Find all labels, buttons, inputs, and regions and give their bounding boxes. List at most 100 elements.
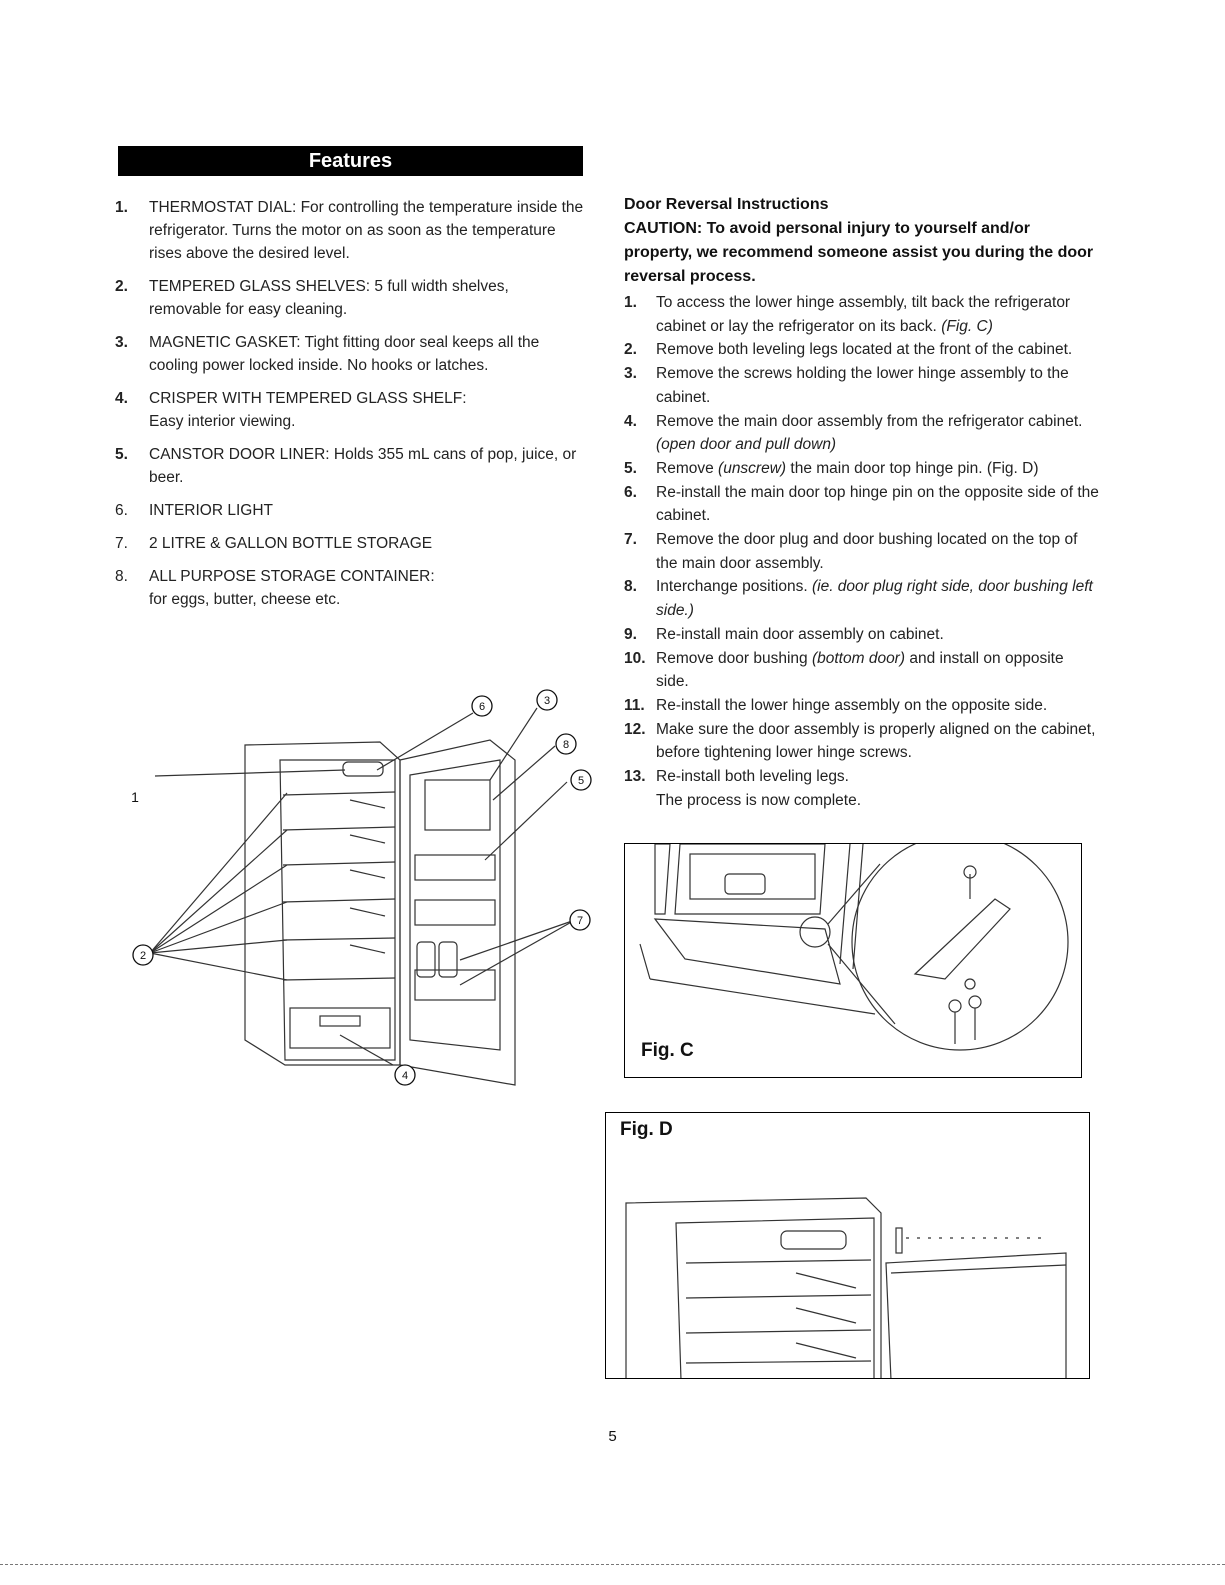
step-text-after: the main door top hinge pin. (Fig. D) — [790, 459, 1039, 477]
step-italic-note: (unscrew) — [718, 459, 787, 477]
step-text: Re-install main door assembly on cabinet… — [656, 625, 944, 643]
feature-number: 1. — [115, 199, 128, 216]
step-item: 3. Remove the screws holding the lower hi… — [624, 362, 1100, 409]
step-item: 10.Remove door bushing (bottom door) and… — [624, 647, 1100, 694]
features-title: Features — [308, 150, 393, 172]
callout-2: 2 — [140, 950, 146, 962]
step-text: Remove the main door assembly from the r… — [656, 412, 1083, 430]
step-text: Remove door bushing — [656, 649, 808, 667]
step-number: 8. — [624, 578, 637, 596]
shelf-3 — [282, 861, 396, 866]
top-hinge-illustration — [625, 1197, 1067, 1378]
callout-4: 4 — [402, 1070, 408, 1082]
feature-item: 1. THERMOSTAT DIAL: For controlling the t… — [115, 196, 585, 265]
door-outline — [399, 739, 516, 1086]
bottom-divider — [0, 1564, 1225, 1565]
door-shelf-1 — [414, 854, 496, 881]
feature-number: 7. — [115, 535, 128, 552]
feature-number: 4. — [115, 390, 128, 407]
feature-item: 2.TEMPERED GLASS SHELVES: 5 full width s… — [115, 275, 585, 321]
feature-item: 3.MAGNETIC GASKET: Tight fitting door se… — [115, 331, 585, 377]
step-number: 5. — [624, 459, 637, 477]
callout-5: 5 — [578, 775, 584, 787]
page-number: 5 — [608, 1428, 617, 1445]
step-number: 12. — [624, 720, 646, 738]
callout-6: 6 — [479, 701, 485, 713]
feature-number: 6. — [115, 502, 128, 519]
cabinet-interior — [279, 759, 396, 1061]
step-number: 2. — [624, 341, 637, 359]
step-item: 1. To access the lower hinge assembly, ti… — [624, 291, 1100, 338]
step-text: Re-install the main door top hinge pin o… — [656, 483, 1099, 525]
caution-text: To avoid personal injury to yourself and… — [624, 220, 1094, 285]
step-number: 1. — [624, 294, 637, 311]
feature-description: For controlling the temperature inside t… — [149, 199, 584, 262]
feature-number: 5. — [115, 446, 128, 463]
step-text: Remove — [656, 459, 714, 477]
step-number: 3. — [624, 365, 637, 383]
step-italic-note: (open door and pull down) — [656, 436, 837, 454]
bottle-shelf — [414, 969, 496, 1001]
step-number: 11. — [624, 696, 645, 714]
feature-description: Easy interior viewing. — [149, 413, 296, 430]
shelf-4 — [282, 898, 396, 903]
door-reversal-section: Door Reversal Instructions CAUTION: To a… — [624, 193, 1100, 812]
callout-7: 7 — [577, 915, 583, 927]
dairy-compartment — [424, 779, 491, 831]
feature-description: Tight fitting door seal keeps all the co… — [149, 334, 540, 374]
figure-c: Fig. C — [624, 843, 1082, 1078]
feature-number: 2. — [115, 278, 128, 295]
fig-d-label: Fig. D — [620, 1119, 673, 1140]
callout-8: 8 — [563, 739, 569, 751]
caution-label: CAUTION: — [624, 220, 703, 237]
step-number: 10. — [624, 649, 646, 667]
feature-item: 7.2 LITRE & GALLON BOTTLE STORAGE — [115, 532, 585, 555]
feature-description: 5 full width shelves, removable for easy… — [149, 278, 509, 318]
feature-item: 6. INTERIOR LIGHT — [115, 499, 585, 522]
door-shelf-2 — [414, 899, 496, 926]
step-text: Remove the screws holding the lower hing… — [656, 365, 1069, 406]
step-italic-note: (ie. door plug right side, door bushing … — [656, 578, 1093, 620]
step-item: 11. Re-install the lower hinge assembly o… — [624, 694, 1100, 718]
step-item: 7. Remove the door plug and door bushing … — [624, 528, 1100, 575]
step-text: Make sure the door assembly is properly … — [656, 720, 1096, 762]
feature-item: 8. ALL PURPOSE STORAGE CONTAINER: for egg… — [115, 565, 585, 611]
shelf-1 — [282, 791, 396, 796]
caution-notice: CAUTION: To avoid personal injury to you… — [624, 217, 1100, 289]
step-item: 13.Re-install both leveling legs. — [624, 765, 1100, 789]
feature-title: CRISPER WITH TEMPERED GLASS SHELF: — [149, 390, 467, 407]
shelf-5 — [282, 937, 396, 941]
step-text: Re-install both leveling legs. — [656, 768, 849, 786]
interior-light-shape — [342, 761, 384, 777]
step-item: 5. Remove (unscrew) the main door top hin… — [624, 457, 1100, 481]
feature-title: THERMOSTAT DIAL: — [149, 199, 297, 216]
figure-d: Fig. D — [605, 1112, 1090, 1379]
feature-title: CANSTOR DOOR LINER: — [149, 446, 330, 463]
bottle-2 — [438, 941, 458, 978]
feature-title: INTERIOR LIGHT — [149, 502, 274, 519]
refrigerator-diagram: 1 2 3 4 5 6 7 8 — [115, 680, 605, 1100]
feature-number: 8. — [115, 568, 128, 585]
bottle-1 — [416, 941, 436, 978]
step-item: 12. Make sure the door assembly is proper… — [624, 718, 1100, 765]
step-item: 6. Re-install the main door top hinge pin… — [624, 481, 1100, 528]
feature-item: 4. CRISPER WITH TEMPERED GLASS SHELF: Eas… — [115, 387, 585, 433]
step-number: 6. — [624, 483, 637, 501]
feature-item: 5. CANSTOR DOOR LINER: Holds 355 mL cans … — [115, 443, 585, 489]
step-item: 2.Remove both leveling legs located at t… — [624, 338, 1100, 362]
feature-title: ALL PURPOSE STORAGE CONTAINER: — [149, 568, 435, 585]
step-italic-note: (Fig. C) — [941, 317, 993, 335]
step-item: 4.Remove the main door assembly from the… — [624, 410, 1100, 457]
feature-description: for eggs, butter, cheese etc. — [149, 591, 341, 608]
features-banner: Features — [118, 146, 583, 176]
step-text: Re-install the lower hinge assembly on t… — [656, 696, 1048, 714]
step-number: 7. — [624, 531, 637, 549]
step-text: Interchange positions. — [656, 578, 808, 596]
callout-1: 1 — [131, 789, 139, 805]
door-reversal-heading: Door Reversal Instructions — [624, 196, 829, 213]
step-text: Remove the door plug and door bushing lo… — [656, 531, 1078, 572]
feature-description: Holds 355 mL cans of pop, juice, or beer… — [149, 446, 577, 486]
fig-c-label: Fig. C — [641, 1040, 694, 1061]
step-text: To access the lower hinge assembly, tilt… — [656, 294, 1071, 335]
